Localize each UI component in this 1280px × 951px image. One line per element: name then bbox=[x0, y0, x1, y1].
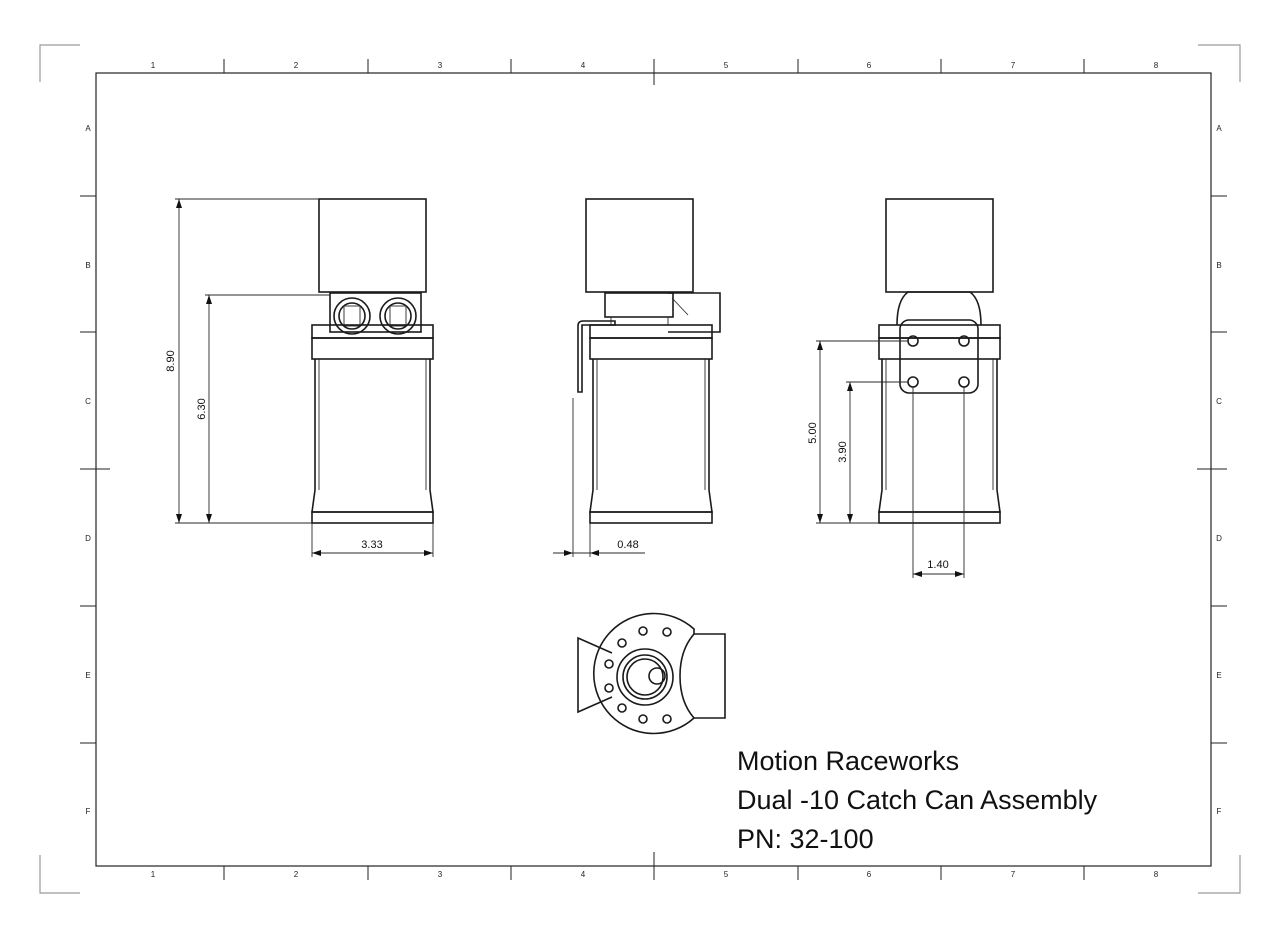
col-label: 4 bbox=[581, 870, 586, 879]
column-labels-top: 1 2 3 4 5 6 7 8 bbox=[151, 61, 1159, 70]
top-center-post bbox=[648, 667, 666, 685]
front-port-left-inner bbox=[338, 302, 366, 330]
top-bolt-hole bbox=[638, 626, 648, 636]
front-lid-lower bbox=[311, 337, 434, 360]
dim-front-width: 3.33 bbox=[361, 539, 382, 551]
front-view: 8.90 6.30 3.33 bbox=[165, 198, 434, 557]
front-port-plate bbox=[329, 292, 422, 333]
col-label: 2 bbox=[294, 870, 299, 879]
side-port-block-lower bbox=[610, 316, 669, 326]
col-label: 7 bbox=[1011, 61, 1016, 70]
dim-side-offset: 0.48 bbox=[617, 539, 638, 551]
row-label: A bbox=[85, 124, 91, 133]
row-label: B bbox=[1216, 261, 1221, 270]
top-bolt-hole bbox=[604, 659, 614, 669]
top-fitting-notch bbox=[679, 633, 695, 719]
top-bolt-hole bbox=[662, 714, 672, 724]
rear-lid-lower bbox=[878, 337, 1001, 360]
row-label: F bbox=[86, 807, 91, 816]
front-cap bbox=[318, 198, 427, 293]
side-cap bbox=[585, 198, 694, 293]
col-label: 6 bbox=[867, 870, 872, 879]
row-label: E bbox=[85, 671, 90, 680]
col-label: 8 bbox=[1154, 61, 1159, 70]
col-label: 6 bbox=[867, 61, 872, 70]
dim-arrows bbox=[564, 550, 599, 556]
side-fitting bbox=[668, 292, 721, 333]
front-port-right-nut bbox=[389, 305, 407, 327]
top-outline bbox=[593, 612, 726, 735]
col-label: 3 bbox=[438, 870, 443, 879]
side-port-block bbox=[604, 292, 674, 318]
corner-marks bbox=[39, 44, 1241, 894]
row-label: D bbox=[85, 534, 91, 543]
dim-front-total-height: 8.90 bbox=[165, 350, 177, 371]
side-bracket bbox=[577, 320, 616, 393]
dim-rear-mount-lower: 3.90 bbox=[837, 441, 849, 462]
dim-rear-mount-upper: 5.00 bbox=[807, 422, 819, 443]
rear-mount-hole bbox=[958, 376, 970, 388]
row-label: E bbox=[1216, 671, 1221, 680]
front-body bbox=[311, 359, 434, 513]
col-label: 1 bbox=[151, 61, 156, 70]
col-label: 5 bbox=[724, 870, 729, 879]
title-block: Motion Raceworks Dual -10 Catch Can Asse… bbox=[737, 746, 1098, 854]
rear-mount-hole bbox=[907, 376, 919, 388]
top-bolt-hole bbox=[604, 683, 614, 693]
top-bolt-hole bbox=[638, 714, 648, 724]
side-lid-lower bbox=[589, 337, 713, 360]
row-labels-right: A B C D E F bbox=[1216, 124, 1222, 816]
front-port-left-nut bbox=[343, 305, 361, 327]
top-view bbox=[577, 612, 726, 735]
rear-lid-upper bbox=[878, 324, 1001, 339]
side-fitting-detail bbox=[671, 297, 689, 316]
top-center-inner bbox=[626, 658, 664, 696]
row-labels-left: A B C D E F bbox=[85, 124, 91, 816]
side-body bbox=[589, 359, 713, 513]
top-bolt-hole bbox=[662, 627, 672, 637]
front-port-right-inner bbox=[384, 302, 412, 330]
rear-mount-hole bbox=[958, 335, 970, 347]
side-view: 0.48 bbox=[553, 198, 721, 557]
top-bolt-hole bbox=[617, 638, 627, 648]
col-label: 7 bbox=[1011, 870, 1016, 879]
front-port-left-outer bbox=[333, 297, 371, 335]
part-number: PN: 32-100 bbox=[737, 824, 874, 854]
dim-rear-mount-spacing: 1.40 bbox=[927, 559, 948, 571]
zone-ticks bbox=[80, 59, 1227, 880]
front-base bbox=[311, 511, 434, 524]
col-label: 8 bbox=[1154, 870, 1159, 879]
row-label: C bbox=[1216, 397, 1222, 406]
drawing-frame bbox=[95, 72, 1212, 867]
rear-cap bbox=[885, 198, 994, 293]
top-fitting-side bbox=[577, 636, 613, 714]
row-label: B bbox=[85, 261, 90, 270]
column-labels-bottom: 1 2 3 4 5 6 7 8 bbox=[151, 870, 1159, 879]
col-label: 4 bbox=[581, 61, 586, 70]
row-label: D bbox=[1216, 534, 1222, 543]
company-name: Motion Raceworks bbox=[737, 746, 959, 776]
top-bolt-hole bbox=[617, 703, 627, 713]
row-label: A bbox=[1216, 124, 1222, 133]
row-label: C bbox=[85, 397, 91, 406]
col-label: 1 bbox=[151, 870, 156, 879]
rear-mount-plate bbox=[899, 319, 979, 394]
rear-view: 5.00 3.90 1.40 bbox=[807, 198, 1001, 578]
rear-base bbox=[878, 511, 1001, 524]
row-label: F bbox=[1217, 807, 1222, 816]
top-center-outer bbox=[616, 648, 674, 706]
dim-front-body-height: 6.30 bbox=[196, 398, 208, 419]
col-label: 2 bbox=[294, 61, 299, 70]
part-name: Dual -10 Catch Can Assembly bbox=[737, 785, 1098, 815]
col-label: 3 bbox=[438, 61, 443, 70]
side-base bbox=[589, 511, 713, 524]
col-label: 5 bbox=[724, 61, 729, 70]
front-port-right-outer bbox=[379, 297, 417, 335]
top-center-mid bbox=[622, 654, 668, 700]
rear-bracket-loop bbox=[896, 291, 982, 326]
